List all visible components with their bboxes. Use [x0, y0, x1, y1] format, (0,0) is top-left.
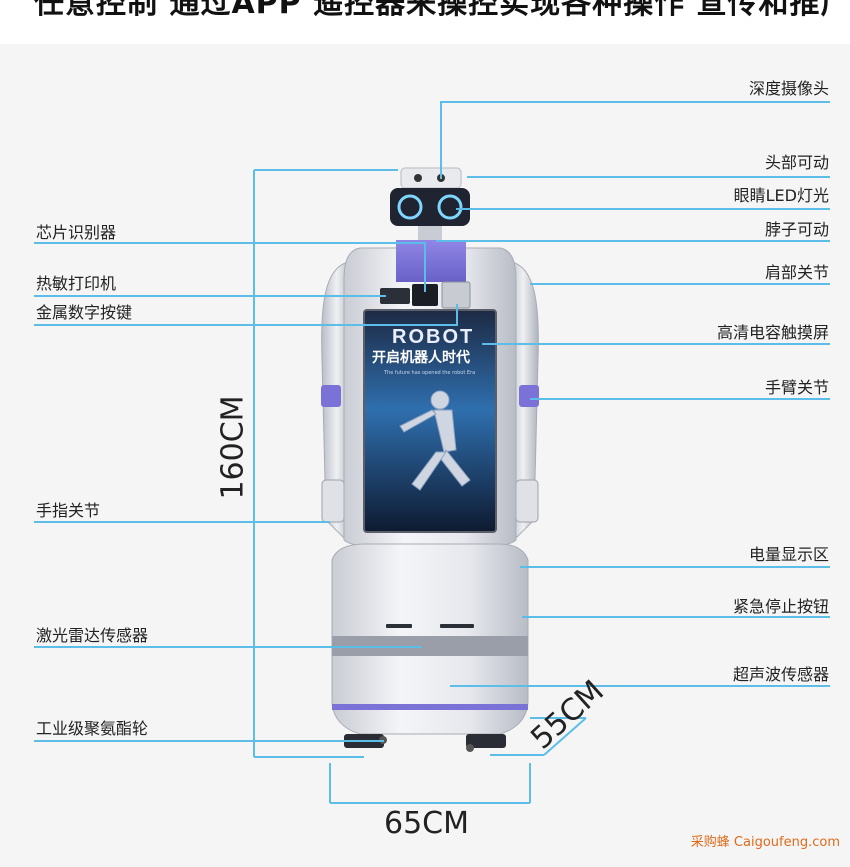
callout-line: [34, 646, 422, 648]
height-label: 160CM: [215, 395, 251, 500]
screen-title: ROBOT: [392, 326, 474, 348]
callout-line: [450, 685, 830, 687]
callout-line: [520, 566, 830, 568]
callout-line: [34, 521, 330, 523]
label-shoulder-joint: 肩部关节: [764, 263, 829, 282]
callout-line: [34, 242, 426, 244]
page-title: 任意控制 通过APP 遥控器来操控实现各种操作 宣传和推广: [34, 0, 850, 21]
width-label: 65CM: [384, 806, 470, 841]
label-head-movable: 头部可动: [764, 153, 829, 172]
callout-line: [440, 101, 442, 179]
label-polyurethane-wheel: 工业级聚氨酯轮: [36, 719, 149, 738]
callout-line: [482, 343, 830, 345]
thermal-printer: [380, 288, 410, 304]
callout-line: [440, 101, 830, 103]
label-thermal-printer: 热敏打印机: [36, 274, 117, 293]
screen-figure: [399, 390, 471, 491]
label-finger-joint: 手指关节: [36, 501, 101, 520]
depth-camera: [400, 167, 462, 189]
label-lidar-sensor: 激光雷达传感器: [36, 626, 149, 645]
callout-line: [424, 242, 426, 292]
label-neck-movable: 脖子可动: [764, 220, 829, 239]
label-arm-joint: 手臂关节: [764, 378, 829, 397]
callout-line: [530, 398, 830, 400]
label-eye-led: 眼睛LED灯光: [733, 186, 829, 205]
label-battery-display: 电量显示区: [748, 545, 829, 564]
callout-line: [34, 740, 384, 742]
depth-dimension: [490, 717, 587, 756]
callout-line: [530, 283, 830, 285]
label-touch-screen: 高清电容触摸屏: [716, 323, 829, 342]
left-eye: [397, 194, 423, 220]
callout-line: [436, 240, 830, 242]
robot-head: [390, 188, 470, 226]
screen-slogan: 开启机器人时代: [372, 349, 470, 366]
callout-line: [34, 295, 386, 297]
callout-line: [456, 304, 458, 326]
label-depth-camera: 深度摄像头: [748, 79, 829, 98]
height-dimension: [253, 169, 398, 758]
width-dimension: [329, 763, 531, 804]
chip-reader: [412, 284, 438, 306]
watermark: 采购蜂 Caigoufeng.com: [690, 835, 840, 850]
right-eye: [437, 194, 463, 220]
callout-line: [522, 616, 830, 618]
callout-line: [456, 208, 830, 210]
label-emergency-stop: 紧急停止按钮: [732, 597, 829, 616]
label-chip-reader: 芯片识别器: [36, 223, 117, 242]
label-metal-keypad: 金属数字按键: [36, 303, 133, 322]
screen-tagline: The future has opened the robot Era: [383, 370, 475, 376]
label-ultrasonic-sensor: 超声波传感器: [732, 665, 829, 684]
callout-line: [467, 176, 830, 178]
callout-line: [34, 324, 458, 326]
